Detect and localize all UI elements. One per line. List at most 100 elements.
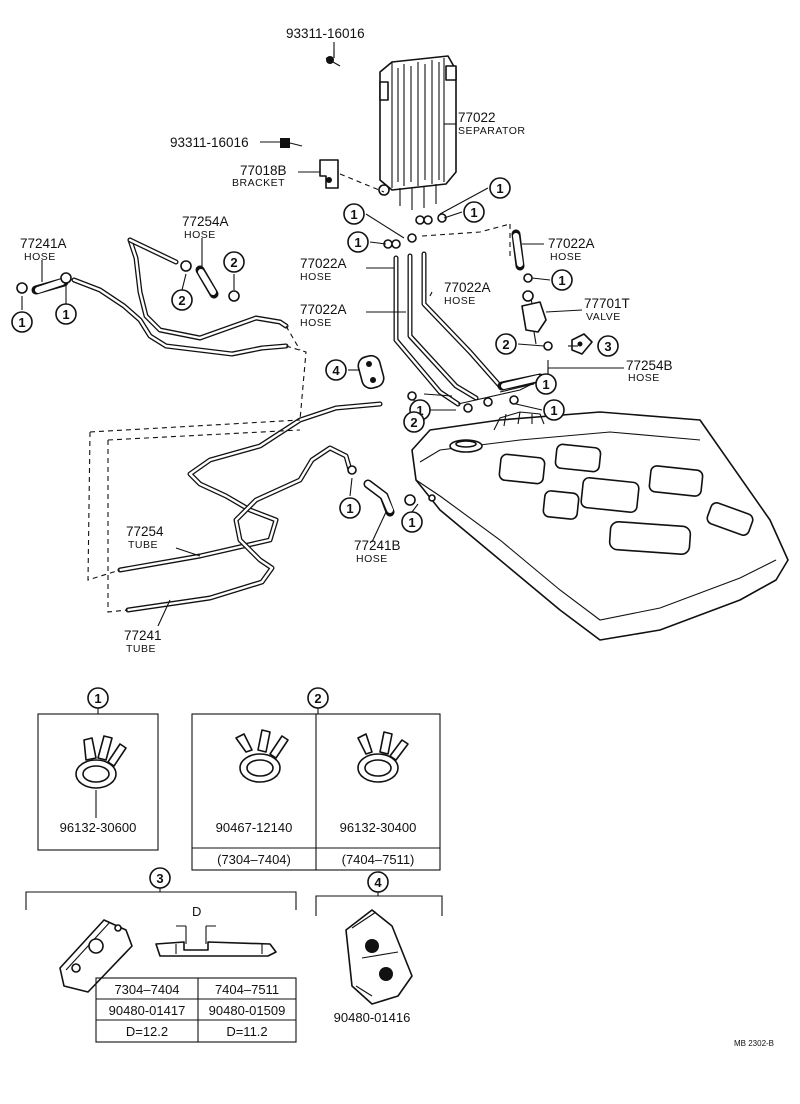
tube-77254-caption: TUBE xyxy=(128,539,158,551)
svg-text:1: 1 xyxy=(470,205,477,220)
svg-text:1: 1 xyxy=(496,181,503,196)
svg-text:1: 1 xyxy=(18,315,25,330)
hose-77254a-drawing xyxy=(180,260,240,302)
grommet-drawing xyxy=(571,333,593,355)
callout-2: 2 xyxy=(171,289,193,311)
part-number-77254a: 77254A xyxy=(182,214,229,229)
hose-77022a-mid-caption: HOSE xyxy=(444,295,476,307)
detail-3-dim-label: D xyxy=(192,904,201,919)
svg-text:1: 1 xyxy=(408,515,415,530)
clamp-96132-30400-drawing xyxy=(357,731,409,783)
svg-text:3: 3 xyxy=(604,339,611,354)
tube-77241-caption: TUBE xyxy=(126,643,156,655)
detail-3: 3 D 7304–7404 7404–7511 90480-01417 9048… xyxy=(25,867,297,1043)
fuel-tank-drawing xyxy=(411,411,789,641)
svg-text:4: 4 xyxy=(332,363,340,378)
part-number-93311-left: 93311-16016 xyxy=(170,135,249,150)
hose-77241a-caption: HOSE xyxy=(24,251,56,263)
detail-1: 1 96132-30600 xyxy=(37,687,159,851)
detail-3-header-2: 7404–7511 xyxy=(215,982,279,997)
hose-77241b-drawing xyxy=(363,479,416,517)
grommet-4-drawing xyxy=(357,354,385,390)
bracket-drawing xyxy=(319,159,385,193)
grommet-77-drawing xyxy=(59,919,133,993)
callout-1: 1 xyxy=(11,311,33,333)
grommet-section-drawing xyxy=(155,925,277,957)
callout-4: 4 xyxy=(325,359,347,381)
separator-drawing xyxy=(378,55,457,210)
svg-text:1: 1 xyxy=(416,403,423,418)
part-number-77018b: 77018B xyxy=(240,163,287,178)
callout-2: 2 xyxy=(495,333,517,355)
detail-3-number-2: 90480-01509 xyxy=(209,1003,286,1018)
callout-1: 1 xyxy=(489,177,511,199)
part-number-77254b: 77254B xyxy=(626,358,673,373)
part-number-77022a-right: 77022A xyxy=(548,236,595,251)
svg-text:2: 2 xyxy=(178,293,185,308)
tube-77254-drawing xyxy=(71,277,383,573)
callout-3: 3 xyxy=(597,335,619,357)
separator-caption: SEPARATOR xyxy=(458,125,526,137)
svg-text:2: 2 xyxy=(410,415,417,430)
hose-77241b-caption: HOSE xyxy=(356,553,388,565)
detail-2: 2 90467-12140 96132-30400 (7304–7404) (7… xyxy=(191,687,441,871)
hose-77254a-caption: HOSE xyxy=(184,229,216,241)
part-number-93311-top: 93311-16016 xyxy=(286,26,365,41)
detail-2-left-part-number: 90467-12140 xyxy=(216,820,293,835)
bracket-caption: BRACKET xyxy=(232,177,285,189)
detail-2-left-range: (7304–7404) xyxy=(217,852,291,867)
callout-1: 1 xyxy=(347,231,369,253)
callout-2: 2 xyxy=(403,411,425,433)
drawing-code: MB 2302-B xyxy=(734,1039,774,1048)
callout-1: 1 xyxy=(55,303,77,325)
part-number-77022a-lower-left: 77022A xyxy=(300,302,347,317)
right-hose-drawing xyxy=(421,223,525,271)
tube-77241-drawing xyxy=(125,237,353,613)
detail-1-callout: 1 xyxy=(94,691,101,706)
bolt-top-drawing xyxy=(325,50,341,67)
tube-dashed-connections xyxy=(87,325,307,613)
detail-3-header-1: 7304–7404 xyxy=(114,982,179,997)
hose-77022a-lower-left-caption: HOSE xyxy=(300,317,332,329)
clamp-96132-30600-drawing xyxy=(75,735,127,818)
svg-text:1: 1 xyxy=(558,273,565,288)
detail-2-right-range: (7404–7511) xyxy=(342,852,415,867)
detail-3-number-1: 90480-01417 xyxy=(109,1003,186,1018)
valve-caption: VALVE xyxy=(586,311,621,323)
svg-text:1: 1 xyxy=(62,307,69,322)
callout-1: 1 xyxy=(463,201,485,223)
small-clamps-drawing xyxy=(347,213,553,502)
part-number-77701t: 77701T xyxy=(584,296,630,311)
callout-circles: 1 1 1 1 2 1 2 1 1 2 3 4 1 1 1 2 1 1 xyxy=(11,177,619,533)
svg-text:2: 2 xyxy=(230,255,237,270)
part-number-77241a: 77241A xyxy=(20,236,67,251)
hose-77241a-drawing xyxy=(16,272,72,295)
bolt-left-drawing xyxy=(280,138,303,148)
svg-text:1: 1 xyxy=(350,207,357,222)
callout-1: 1 xyxy=(343,203,365,225)
detail-3-dim-1: D=12.2 xyxy=(126,1024,168,1039)
part-number-77254: 77254 xyxy=(126,524,164,539)
svg-text:1: 1 xyxy=(542,377,549,392)
callout-2: 2 xyxy=(223,251,245,273)
detail-4-part-number: 90480-01416 xyxy=(334,1010,411,1025)
hose-77254b-caption: HOSE xyxy=(628,372,660,384)
detail-1-part-number: 96132-30600 xyxy=(60,820,137,835)
detail-2-right-part-number: 96132-30400 xyxy=(340,820,417,835)
callout-1: 1 xyxy=(401,511,423,533)
part-number-77022a-mid: 77022A xyxy=(444,280,491,295)
svg-text:1: 1 xyxy=(346,501,353,516)
detail-2-callout: 2 xyxy=(314,691,321,706)
callout-1: 1 xyxy=(551,269,573,291)
part-number-77241: 77241 xyxy=(124,628,162,643)
clamp-90467-12140-drawing xyxy=(235,729,289,783)
grommet-90480-01416-drawing xyxy=(345,909,413,1005)
part-number-77241b: 77241B xyxy=(354,538,401,553)
hose-77022a-right-caption: HOSE xyxy=(550,251,582,263)
svg-text:1: 1 xyxy=(354,235,361,250)
svg-text:1: 1 xyxy=(550,403,557,418)
valve-drawing xyxy=(521,290,547,345)
hose-77254b-drawing xyxy=(497,373,545,391)
vent-hoses-drawing xyxy=(393,251,549,407)
